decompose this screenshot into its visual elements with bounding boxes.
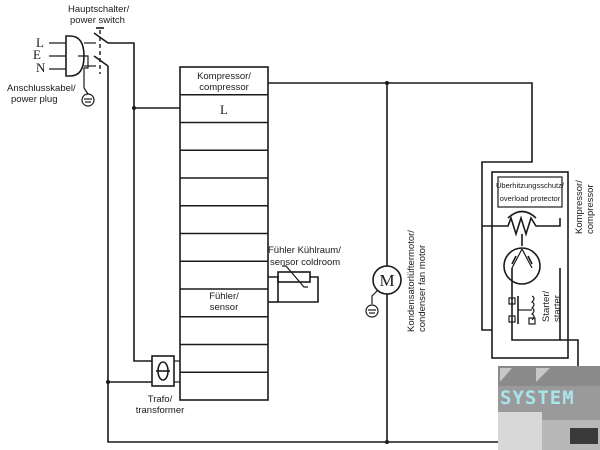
plug-pin-L: L bbox=[36, 35, 44, 50]
terminal-block bbox=[179, 66, 269, 401]
transformer-label: Trafo/ bbox=[148, 394, 173, 405]
fan-motor-label: Kondensatorlüftermotor/ bbox=[406, 230, 417, 332]
ground-icon bbox=[81, 93, 95, 107]
terminal-sensor-label: Fühler/ bbox=[209, 291, 239, 302]
compressor-unit-label-en: compressor bbox=[585, 184, 596, 234]
fan-motor-label-en: condenser fan motor bbox=[417, 245, 428, 332]
coldroom-sensor-label: Fühler Kühlraum/ bbox=[268, 245, 341, 256]
starter-label-en: starter bbox=[552, 295, 563, 322]
compressor-unit-label: Kompressor/ bbox=[574, 180, 585, 234]
plug-pin-N: N bbox=[36, 60, 46, 75]
motor-symbol: M bbox=[379, 271, 394, 290]
compressor-unit bbox=[482, 171, 569, 359]
main-switch-label: Hauptschalter/ bbox=[68, 4, 130, 15]
coldroom-sensor-label-en: sensor coldroom bbox=[270, 257, 340, 268]
transformer-label-en: transformer bbox=[136, 405, 185, 416]
overload-protector-label: Überhitzungsschutz/ bbox=[496, 181, 565, 190]
overload-protector-label-en: overload protector bbox=[500, 194, 561, 203]
main-switch bbox=[84, 27, 109, 74]
power-plug: L E N bbox=[33, 35, 95, 107]
fan-motor: M bbox=[365, 265, 402, 318]
starter-label: Starter/ bbox=[541, 290, 552, 322]
plug-pin-E: E bbox=[33, 47, 41, 62]
ground-icon bbox=[365, 304, 379, 318]
terminal-compressor-label-en: compressor bbox=[199, 82, 249, 93]
power-plug-label-en: power plug bbox=[11, 94, 57, 105]
terminal-L-label: L bbox=[220, 102, 228, 117]
watermark-text: SYSTEM bbox=[500, 387, 575, 409]
terminal-sensor-label-en: sensor bbox=[210, 302, 239, 313]
terminal-compressor-label: Kompressor/ bbox=[197, 71, 251, 82]
transformer bbox=[151, 355, 180, 387]
main-switch-label-en: power switch bbox=[70, 15, 125, 26]
coldroom-sensor bbox=[268, 265, 319, 303]
power-plug-label: Anschlusskabel/ bbox=[7, 83, 76, 94]
system-watermark-logo: SYSTEM bbox=[498, 366, 600, 450]
